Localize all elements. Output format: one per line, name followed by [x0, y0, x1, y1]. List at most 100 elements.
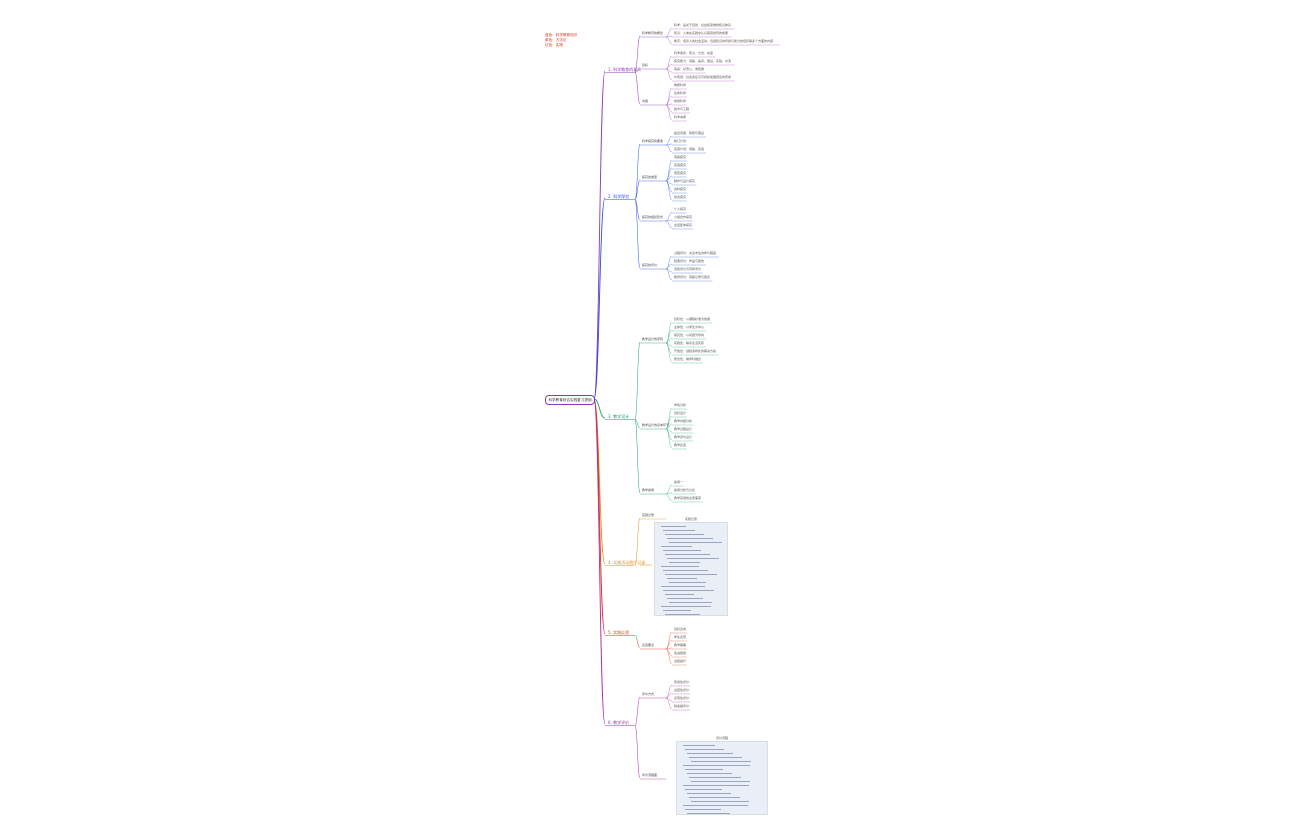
photo-caption: 实践记录 [684, 517, 698, 521]
leaf-topic[interactable]: 教学实施的注意事项 [674, 496, 702, 500]
photo-texture-line [689, 777, 741, 778]
leaf-topic[interactable]: 形成性评价 [674, 680, 690, 684]
leaf-topic[interactable]: 案例一 [674, 480, 684, 484]
leaf-topic[interactable]: 主体性：以学生为中心 [674, 325, 705, 329]
leaf-topic[interactable]: 科学本质 [674, 115, 687, 119]
leaf-topic[interactable]: 整合性：跨学科融合 [674, 357, 702, 361]
connector-line [634, 143, 641, 200]
leaf-topic[interactable]: 知识：人类在实践中认识客观世界的成果 [674, 31, 729, 35]
connector-line [593, 398, 606, 635]
branch-topic[interactable]: 6. 教学评价 [608, 720, 630, 725]
subtopic[interactable]: 评价流程图 [642, 773, 658, 777]
leaf-topic[interactable]: 学情分析 [674, 403, 687, 407]
leaf-topic[interactable]: 教学反思 [674, 443, 687, 447]
subtopic[interactable]: 探究的评价 [642, 263, 658, 267]
leaf-topic[interactable]: 全班集体探究 [674, 223, 693, 227]
subtopic[interactable]: 科学教育的概念 [642, 31, 664, 35]
subtopic[interactable]: 教学设计的原则 [642, 337, 664, 341]
leaf-topic[interactable]: 案例分析与讨论 [674, 488, 696, 492]
connector-line [665, 692, 673, 699]
subtopic[interactable]: 探究的类型 [642, 175, 658, 179]
connector-line [665, 35, 673, 38]
leaf-topic[interactable]: 过程评价：关注学生的参与程度 [674, 251, 717, 255]
leaf-topic[interactable]: 价值观：社会责任与可持续发展观念的形成 [674, 75, 732, 79]
leaf-topic[interactable]: 教师评价：观察记录与量表 [674, 275, 711, 279]
leaf-topic[interactable]: 教学策略 [674, 643, 687, 647]
leaf-topic[interactable]: 地球科学 [674, 99, 687, 103]
root-topic[interactable]: 科学教育综合实践复习提纲 [545, 395, 595, 405]
leaf-topic[interactable]: 总结性评价 [674, 688, 690, 692]
leaf-topic[interactable]: 资料探究 [674, 187, 687, 191]
leaf-topic[interactable]: 目标设计 [674, 411, 687, 415]
leaf-topic[interactable]: 自我评价与同伴评价 [674, 267, 702, 271]
leaf-topic[interactable]: 技术与工程 [674, 107, 690, 111]
leaf-topic[interactable]: 物质科学 [674, 83, 687, 87]
leaf-topic[interactable]: 教学内容分析 [674, 419, 693, 423]
leaf-topic[interactable]: 观察探究 [674, 155, 687, 159]
leaf-topic[interactable]: 结果评价：作品与报告 [674, 259, 705, 263]
connector-line [665, 492, 673, 495]
legend-line: 蓝色：科学教育知识 [545, 33, 578, 37]
leaf-topic[interactable]: 提出问题、猜想与假设 [674, 131, 705, 135]
legend-line: 红色：实践 [545, 43, 563, 47]
subtopic[interactable]: 教学设计的基本环节 [642, 423, 670, 427]
practice-photo[interactable]: 实践记录 [654, 517, 728, 616]
leaf-topic[interactable]: 个人探究 [674, 207, 687, 211]
leaf-topic[interactable]: 档案袋评价 [674, 704, 690, 708]
connector-line [593, 398, 606, 419]
connector-line [634, 199, 641, 221]
subtopic[interactable]: 教学案例 [642, 488, 655, 492]
connector-line [634, 725, 641, 779]
leaf-topic[interactable]: 实践性：联系生活实际 [674, 341, 705, 345]
connector-line [665, 684, 673, 699]
photo-texture-line [661, 526, 687, 527]
leaf-topic[interactable]: 教学过程设计 [674, 427, 693, 431]
subtopic[interactable]: 科学探究的要素 [642, 139, 664, 143]
leaf-topic[interactable]: 小组合作探究 [674, 215, 693, 219]
leaf-topic[interactable]: 学生表现 [674, 635, 687, 639]
leaf-topic[interactable]: 实施计划：观察、实验 [674, 147, 705, 151]
subtopic[interactable]: 内容 [642, 99, 649, 103]
photo-texture-line [685, 749, 724, 750]
connector-line [665, 337, 673, 344]
leaf-topic[interactable]: 开放性：鼓励多样化的解决方案 [674, 349, 717, 353]
leaf-topic[interactable]: 调查探究 [674, 171, 687, 175]
connector-line [634, 635, 641, 649]
connector-line [665, 697, 673, 710]
subtopic[interactable]: 评价方式 [642, 692, 655, 696]
leaf-topic[interactable]: 生命科学 [674, 91, 687, 95]
subtopic[interactable]: 目标 [642, 63, 649, 67]
photo-texture-line [661, 586, 705, 587]
leaf-topic[interactable]: 情感：好奇心、求知欲 [674, 67, 705, 71]
connector-line [634, 696, 641, 726]
branch-topic[interactable]: 5. 实践反思 [608, 630, 630, 635]
leaf-topic[interactable]: 实验探究 [674, 163, 687, 167]
branch-topic[interactable]: 4. 实践活动图片记录 [608, 560, 646, 565]
leaf-topic[interactable]: 探究能力：观察、提问、假设、实验、交流 [674, 59, 732, 63]
leaf-topic[interactable]: 改进措施 [674, 651, 687, 655]
leaf-topic[interactable]: 制订计划 [674, 139, 687, 143]
flowchart-photo[interactable]: 评价流程 [676, 736, 768, 815]
photo-texture-line [691, 781, 750, 782]
branch-topic[interactable]: 3. 教学设计 [608, 414, 630, 419]
leaf-topic[interactable]: 教学评价设计 [674, 435, 693, 439]
leaf-topic[interactable]: 探究性：以问题为导向 [674, 333, 705, 337]
leaf-topic[interactable]: 科学素养：知识、方法、态度 [674, 51, 714, 55]
leaf-topic[interactable]: 目标性：以课程标准为依据 [674, 317, 711, 321]
leaf-topic[interactable]: 教育：培养人的社会活动，包括知识的传授与能力的培养等多个方面的内容 [674, 39, 774, 43]
subtopic[interactable]: 探究的组织形式 [642, 215, 664, 219]
subtopic[interactable]: 反思要点 [642, 643, 655, 647]
branch-topic[interactable]: 2. 科学探究 [608, 194, 630, 199]
leaf-topic[interactable]: 表现性评价 [674, 696, 690, 700]
subtopic[interactable]: 实践记录 [642, 513, 655, 517]
connector-line [665, 493, 673, 502]
leaf-topic[interactable]: 科学：是关于自然、社会和思维的知识体系 [674, 23, 732, 27]
leaf-topic[interactable]: 总结提升 [674, 659, 687, 663]
leaf-topic[interactable]: 综合探究 [674, 195, 687, 199]
leaf-topic[interactable]: 目标达成 [674, 627, 687, 631]
connector-line [665, 423, 673, 430]
connector-line [665, 87, 673, 106]
branch-topic[interactable]: 1. 科学教育的意义 [608, 67, 642, 72]
leaf-topic[interactable]: 制作与设计探究 [674, 179, 696, 183]
